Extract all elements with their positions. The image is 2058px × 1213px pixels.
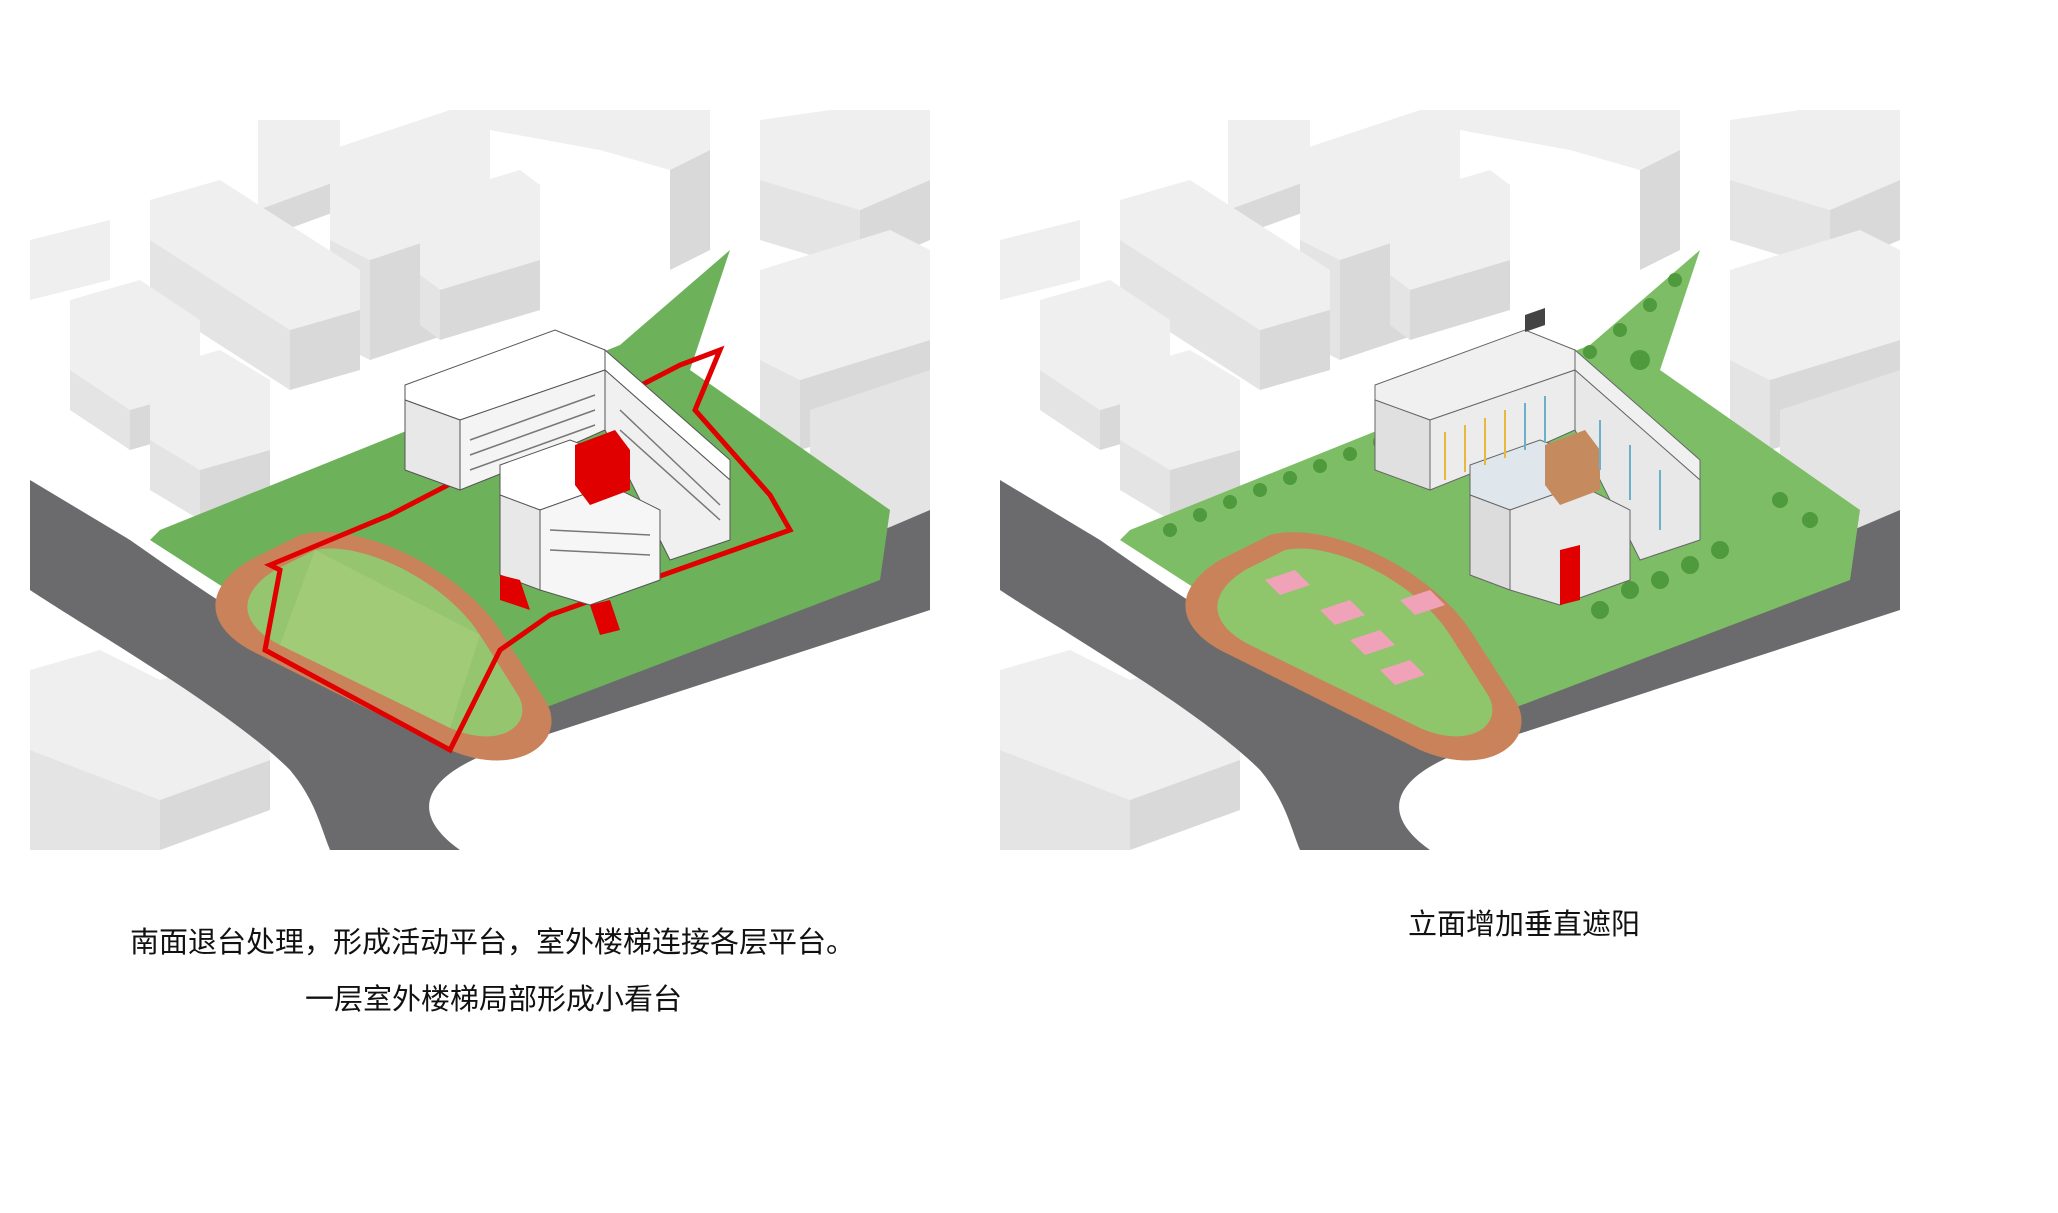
road: [30, 480, 930, 850]
caption-left-line-2: 一层室外楼梯局部形成小看台: [305, 982, 683, 1016]
school-building: [404, 329, 731, 635]
road: [1000, 480, 1900, 850]
axonometric-site-right: [1000, 110, 1900, 850]
basketball-court: [1350, 630, 1395, 655]
context-buildings: [30, 110, 930, 850]
context-buildings: [1000, 110, 1900, 850]
basketball-court: [1265, 570, 1310, 595]
diagram-right: [1000, 110, 1920, 850]
basketball-court: [1320, 600, 1365, 625]
site-boundary-outline: [262, 345, 794, 754]
caption-right: 立面增加垂直遮阳: [1408, 907, 1641, 941]
axonometric-site-left: [30, 110, 930, 850]
caption-left-line-1: 南面退台处理，形成活动平台，室外楼梯连接各层平台。: [130, 925, 856, 959]
running-track: [1185, 532, 1522, 761]
diagram-left: [30, 110, 950, 850]
basketball-court: [1380, 660, 1425, 685]
running-track: [215, 532, 552, 761]
basketball-court: [1400, 590, 1445, 615]
school-building: [1374, 308, 1701, 606]
